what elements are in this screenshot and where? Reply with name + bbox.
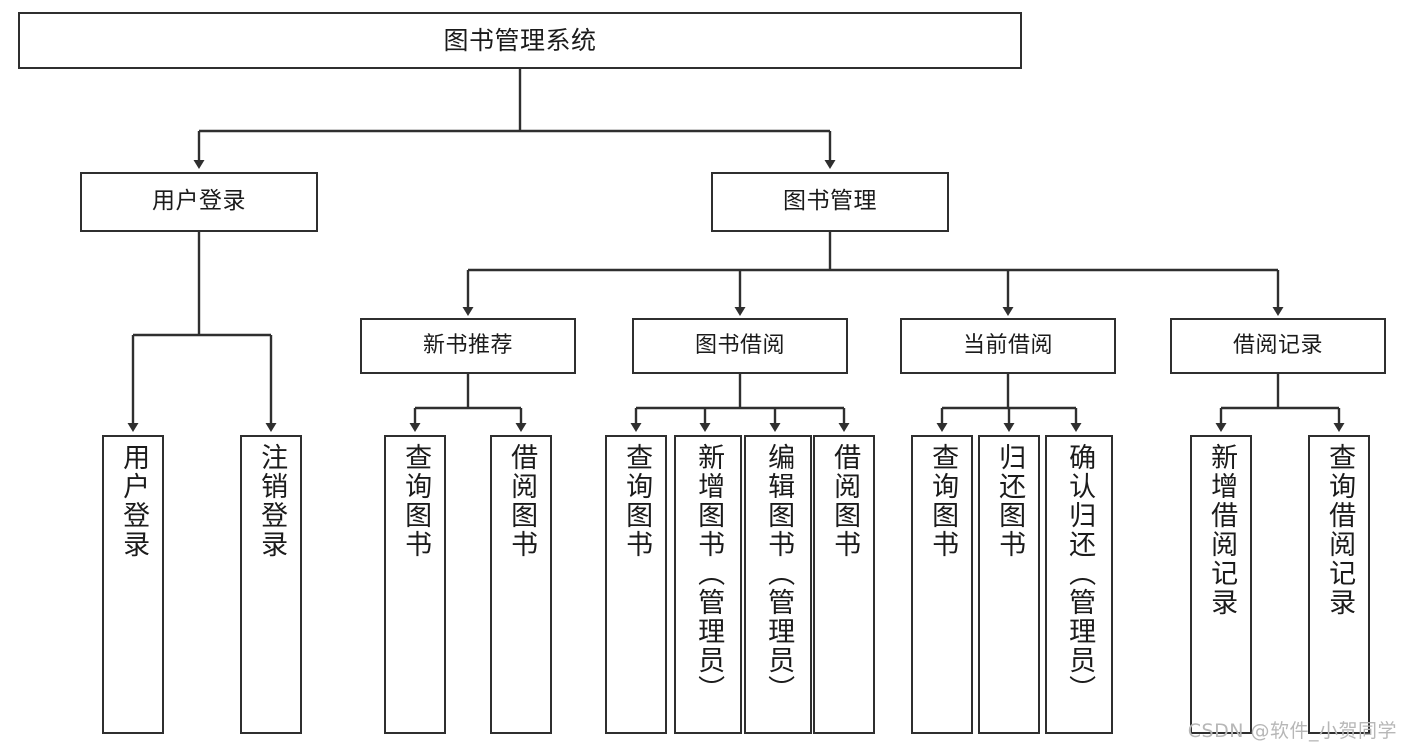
node-label: 查询图书 (927, 443, 959, 559)
node-user-login[interactable]: 用户登录 (80, 172, 318, 232)
node-label: 查询图书 (400, 443, 432, 559)
node-new-book-recommend[interactable]: 新书推荐 (360, 318, 576, 374)
leaf-user-login-signin[interactable]: 用户登录 (102, 435, 164, 734)
node-label: 图书管理 (783, 188, 877, 215)
node-label: 当前借阅 (962, 333, 1053, 359)
leaf-user-login-signout[interactable]: 注销登录 (240, 435, 302, 734)
node-label: 新书推荐 (422, 333, 513, 359)
node-label: 借阅图书 (829, 443, 861, 559)
leaf-borrow-borrow-book[interactable]: 借阅图书 (813, 435, 875, 734)
node-current-borrow[interactable]: 当前借阅 (900, 318, 1116, 374)
node-label: 用户登录 (152, 188, 246, 215)
node-label: 借阅记录 (1232, 333, 1323, 359)
node-label: 借阅图书 (506, 443, 538, 559)
node-label: 用户登录 (118, 443, 150, 559)
node-label: 查询借阅记录 (1324, 443, 1356, 617)
leaf-current-confirm-return-admin[interactable]: 确认归还（管理员） (1045, 435, 1113, 734)
node-book-borrow[interactable]: 图书借阅 (632, 318, 848, 374)
node-label: 注销登录 (256, 443, 288, 559)
leaf-borrow-edit-book-admin[interactable]: 编辑图书（管理员） (744, 435, 812, 734)
leaf-borrow-add-book-admin[interactable]: 新增图书（管理员） (674, 435, 742, 734)
node-book-management[interactable]: 图书管理 (711, 172, 949, 232)
node-borrow-record[interactable]: 借阅记录 (1170, 318, 1386, 374)
node-label: 新增借阅记录 (1206, 443, 1238, 617)
leaf-new-book-query[interactable]: 查询图书 (384, 435, 446, 734)
node-label: 图书管理系统 (443, 25, 597, 55)
leaf-record-add-record[interactable]: 新增借阅记录 (1190, 435, 1252, 734)
csdn-watermark: CSDN @软件_小贺同学 (1187, 720, 1397, 742)
leaf-current-query-book[interactable]: 查询图书 (911, 435, 973, 734)
leaf-new-book-borrow[interactable]: 借阅图书 (490, 435, 552, 734)
node-label: 查询图书 (621, 443, 653, 559)
node-label: 新增图书（管理员） (693, 443, 725, 704)
node-label: 确认归还（管理员） (1064, 443, 1096, 704)
node-label: 图书借阅 (694, 333, 785, 359)
node-root-system[interactable]: 图书管理系统 (18, 12, 1022, 69)
leaf-borrow-query-book[interactable]: 查询图书 (605, 435, 667, 734)
node-label: 归还图书 (994, 443, 1026, 559)
leaf-record-query-record[interactable]: 查询借阅记录 (1308, 435, 1370, 734)
leaf-current-return-book[interactable]: 归还图书 (978, 435, 1040, 734)
node-label: 编辑图书（管理员） (763, 443, 795, 704)
